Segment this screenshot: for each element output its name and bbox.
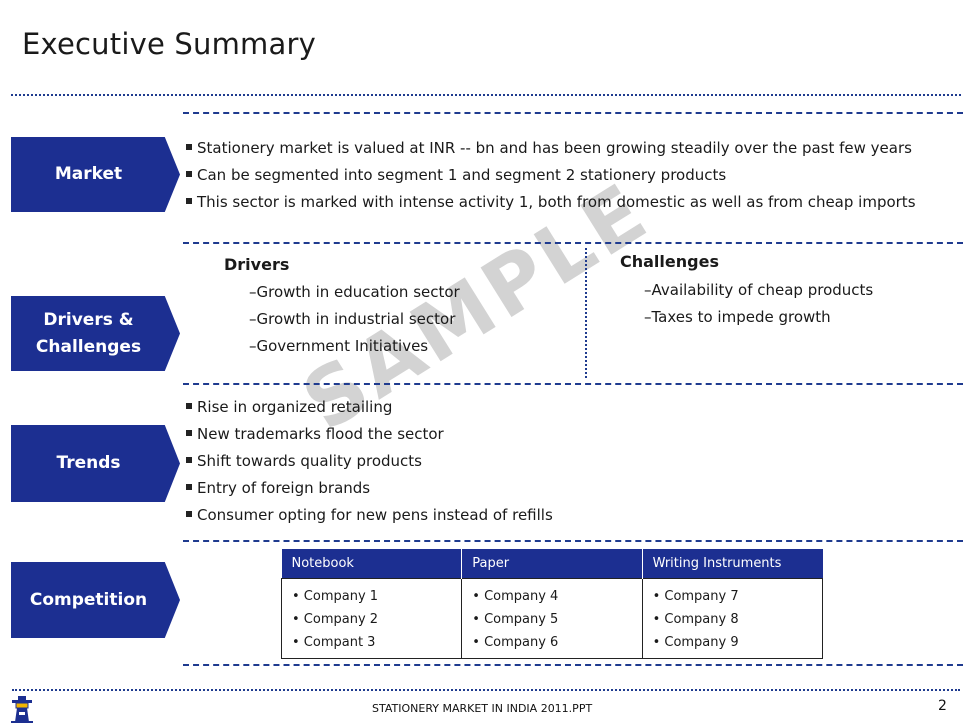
page-number: 2 — [938, 698, 947, 714]
lighthouse-logo-icon — [11, 696, 33, 723]
column-header-paper: Paper — [461, 549, 643, 579]
driver-item: –Government Initiatives — [249, 337, 429, 355]
section-divider — [183, 540, 963, 542]
challenges-heading: Challenges — [620, 252, 719, 271]
bullet-icon — [186, 510, 192, 517]
footer-divider — [12, 689, 960, 691]
challenge-item: –Availability of cheap products — [644, 281, 874, 299]
drivers-list: –Growth in education sector –Growth in i… — [249, 279, 460, 360]
drivers-label-text: Drivers & — [43, 309, 134, 330]
trend-bullet: Consumer opting for new pens instead of … — [186, 502, 553, 529]
challenges-label-text: Challenges — [35, 336, 142, 357]
paper-companies: • Company 4 • Company 5 • Company 6 — [461, 578, 643, 659]
section-divider — [183, 664, 963, 666]
bullet-icon — [186, 456, 192, 463]
market-bullet: Stationery market is valued at INR -- bn… — [186, 135, 916, 162]
drivers-challenges-label: Drivers & Challenges — [11, 296, 180, 371]
trend-bullet: Rise in organized retailing — [186, 394, 553, 421]
bullet-icon — [186, 402, 192, 409]
drivers-challenges-divider — [585, 248, 587, 378]
trend-bullet: Shift towards quality products — [186, 448, 553, 475]
market-bullet: This sector is marked with intense activ… — [186, 189, 916, 216]
bullet-icon — [186, 170, 192, 177]
drivers-heading: Drivers — [224, 255, 290, 274]
table-row: • Company 1 • Company 2 • Compant 3 • Co… — [280, 578, 824, 659]
challenge-item: –Taxes to impede growth — [644, 308, 831, 326]
market-label-text: Market — [54, 164, 123, 184]
market-bullet: Can be segmented into segment 1 and segm… — [186, 162, 916, 189]
writing-instruments-companies: • Company 7 • Company 8 • Company 9 — [641, 578, 824, 659]
competition-table: Notebook Paper Writing Instruments • Com… — [280, 549, 824, 659]
competition-label: Competition — [11, 562, 180, 638]
column-header-notebook: Notebook — [281, 549, 462, 579]
market-label: Market — [11, 137, 180, 212]
challenges-list: –Availability of cheap products –Taxes t… — [644, 277, 873, 331]
competition-label-text: Competition — [29, 589, 148, 610]
trends-bullets: Rise in organized retailing New trademar… — [186, 394, 553, 529]
trends-label: Trends — [11, 425, 180, 502]
market-bullets: Stationery market is valued at INR -- bn… — [186, 135, 916, 216]
footer-filename: STATIONERY MARKET IN INDIA 2011.PPT — [372, 702, 593, 715]
driver-item: –Growth in industrial sector — [249, 310, 456, 328]
section-divider — [183, 242, 963, 244]
title-divider — [11, 94, 961, 96]
bullet-icon — [186, 483, 192, 490]
notebook-companies: • Company 1 • Company 2 • Compant 3 — [280, 578, 463, 659]
section-divider — [183, 383, 963, 385]
trend-bullet: Entry of foreign brands — [186, 475, 553, 502]
bullet-icon — [186, 197, 192, 204]
page-title: Executive Summary — [22, 27, 316, 61]
bullet-icon — [186, 429, 192, 436]
trend-bullet: New trademarks flood the sector — [186, 421, 553, 448]
bullet-icon — [186, 143, 192, 150]
table-header-row: Notebook Paper Writing Instruments — [281, 549, 823, 579]
driver-item: –Growth in education sector — [249, 283, 460, 301]
section-divider — [183, 112, 963, 114]
column-header-writing-instruments: Writing Instruments — [641, 549, 823, 579]
trends-label-text: Trends — [56, 453, 121, 473]
